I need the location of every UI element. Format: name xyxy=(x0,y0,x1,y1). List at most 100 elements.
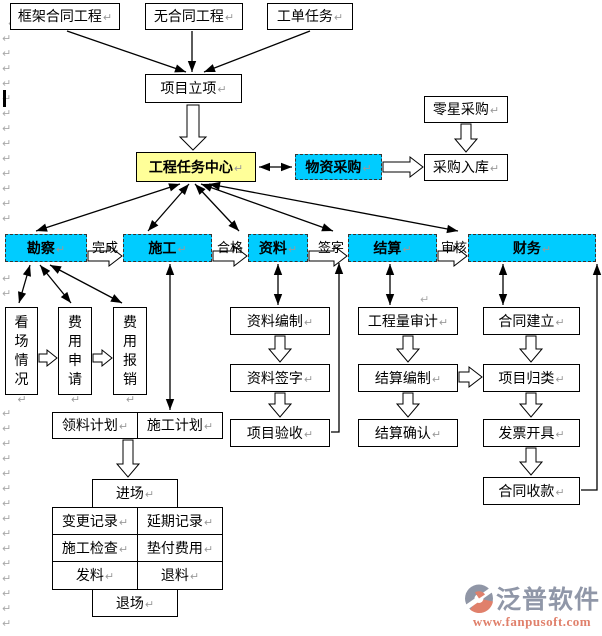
arrow xyxy=(35,183,181,232)
paragraph-mark: ↵ xyxy=(2,482,12,495)
node-work-order: 工单任务↵ xyxy=(267,3,353,30)
paragraph-mark: ↵ xyxy=(2,587,12,600)
arrow xyxy=(187,61,197,72)
arrow xyxy=(195,184,206,195)
arrow xyxy=(273,294,283,305)
paragraph-mark: ↵ xyxy=(2,467,12,480)
node-survey: 勘察↵ xyxy=(5,234,87,262)
node-invoice-issue: 发票开具↵ xyxy=(483,419,580,447)
arrow xyxy=(115,439,141,478)
node-doc-compile: 资料编制↵ xyxy=(230,307,330,335)
node-settlement-confirm: 结算确认↵ xyxy=(358,419,458,447)
arrow xyxy=(498,294,508,305)
node-enter-site: 进场↵ xyxy=(92,479,178,508)
paragraph-mark: ↵ xyxy=(541,243,552,256)
paragraph-mark: ↵ xyxy=(2,422,12,435)
paragraph-mark: ↵ xyxy=(2,602,12,615)
node-project-classify: 项目归类↵ xyxy=(483,364,580,392)
node-documents: 资料↵ xyxy=(248,234,308,262)
paragraph-mark: ↵ xyxy=(17,394,27,406)
text-cursor xyxy=(3,90,6,107)
paragraph-mark: ↵ xyxy=(555,486,565,499)
node-exit-site: 退场↵ xyxy=(92,589,178,617)
paragraph-mark: ↵ xyxy=(203,543,214,556)
paragraph-mark: ↵ xyxy=(489,163,500,176)
paragraph-mark: ↵ xyxy=(118,543,129,556)
paragraph-mark: ↵ xyxy=(189,571,200,584)
paragraph-mark: ↵ xyxy=(217,84,227,97)
arrow xyxy=(518,335,544,363)
paragraph-mark: ↵ xyxy=(102,12,113,25)
paragraph-mark: ↵ xyxy=(2,137,12,150)
arrow xyxy=(331,263,340,433)
edge-label-audited: 审核 xyxy=(441,240,468,255)
arrow xyxy=(273,264,283,275)
paragraph-mark: ↵ xyxy=(2,572,12,585)
arrow xyxy=(267,335,293,363)
arrow xyxy=(203,30,311,73)
paragraph-mark: ↵ xyxy=(489,105,500,118)
arrow xyxy=(38,348,58,368)
arrow xyxy=(267,392,293,418)
node-quantity-audit: 工程量审计↵ xyxy=(358,307,458,335)
paragraph-mark: ↵ xyxy=(2,527,12,540)
arrow xyxy=(518,447,544,476)
paragraph-mark: ↵ xyxy=(203,421,214,434)
paragraph-mark: ↵ xyxy=(144,598,155,611)
logo-url: www.fanpusoft.com xyxy=(472,614,592,629)
arrow xyxy=(259,162,270,172)
arrow xyxy=(174,64,186,73)
paragraph-mark: ↵ xyxy=(2,92,12,105)
paragraph-mark: ↵ xyxy=(177,243,187,256)
paragraph-mark: ↵ xyxy=(431,373,442,386)
node-expense-apply: 费用申请↵ xyxy=(58,307,92,406)
arrow xyxy=(22,265,31,277)
paragraph-mark: ↵ xyxy=(303,428,314,441)
node-construction-plan: 施工计划↵ xyxy=(137,412,223,439)
arrow xyxy=(110,294,122,303)
arrow xyxy=(39,264,72,304)
paragraph-mark: ↵ xyxy=(144,489,155,502)
arrow xyxy=(321,223,333,232)
node-project-acceptance: 项目验收↵ xyxy=(230,419,330,447)
paragraph-mark: ↵ xyxy=(2,557,12,570)
paragraph-mark: ↵ xyxy=(2,167,12,180)
paragraph-mark: ↵ xyxy=(2,272,12,285)
arrow xyxy=(18,264,31,304)
arrow xyxy=(382,155,424,179)
arrow xyxy=(50,265,62,274)
arrow xyxy=(168,183,180,192)
arrow xyxy=(194,183,240,232)
paragraph-mark: ↵ xyxy=(555,428,565,441)
arrow xyxy=(453,123,479,153)
paragraph-mark: ↵ xyxy=(420,294,430,306)
arrow xyxy=(518,392,544,418)
arrow xyxy=(385,294,395,305)
arrow xyxy=(148,219,159,231)
node-material-procurement: 物资采购↵ xyxy=(295,154,382,180)
arrow xyxy=(147,183,190,232)
arrow xyxy=(228,220,239,231)
arrow xyxy=(178,184,189,196)
arrow xyxy=(395,335,421,363)
edge-label-complete: 完成 xyxy=(92,240,119,255)
arrow xyxy=(49,264,123,304)
arrow xyxy=(209,181,221,191)
node-advance-expense: 垫付费用↵ xyxy=(137,534,223,562)
node-contract-create: 合同建立↵ xyxy=(483,307,580,335)
node-purchase-inbound: 采购入库↵ xyxy=(424,154,508,181)
node-frame-contract: 框架合同工程↵ xyxy=(10,3,120,30)
paragraph-mark: ↵ xyxy=(118,516,129,529)
node-construction-check: 施工检查↵ xyxy=(52,534,138,562)
fanpu-logo: 泛普软件 www.fanpusoft.com xyxy=(464,580,600,630)
node-issue-material: 发料↵ xyxy=(52,561,138,590)
arrow xyxy=(581,264,598,491)
paragraph-mark: ↵ xyxy=(303,316,314,329)
node-settlement-compile: 结算编制↵ xyxy=(358,364,458,392)
paragraph-mark: ↵ xyxy=(233,162,244,175)
edge-label-qualified: 合格 xyxy=(217,240,244,255)
paragraph-mark: ↵ xyxy=(2,407,12,420)
paragraph-mark: ↵ xyxy=(2,512,12,525)
arrow xyxy=(208,183,459,232)
